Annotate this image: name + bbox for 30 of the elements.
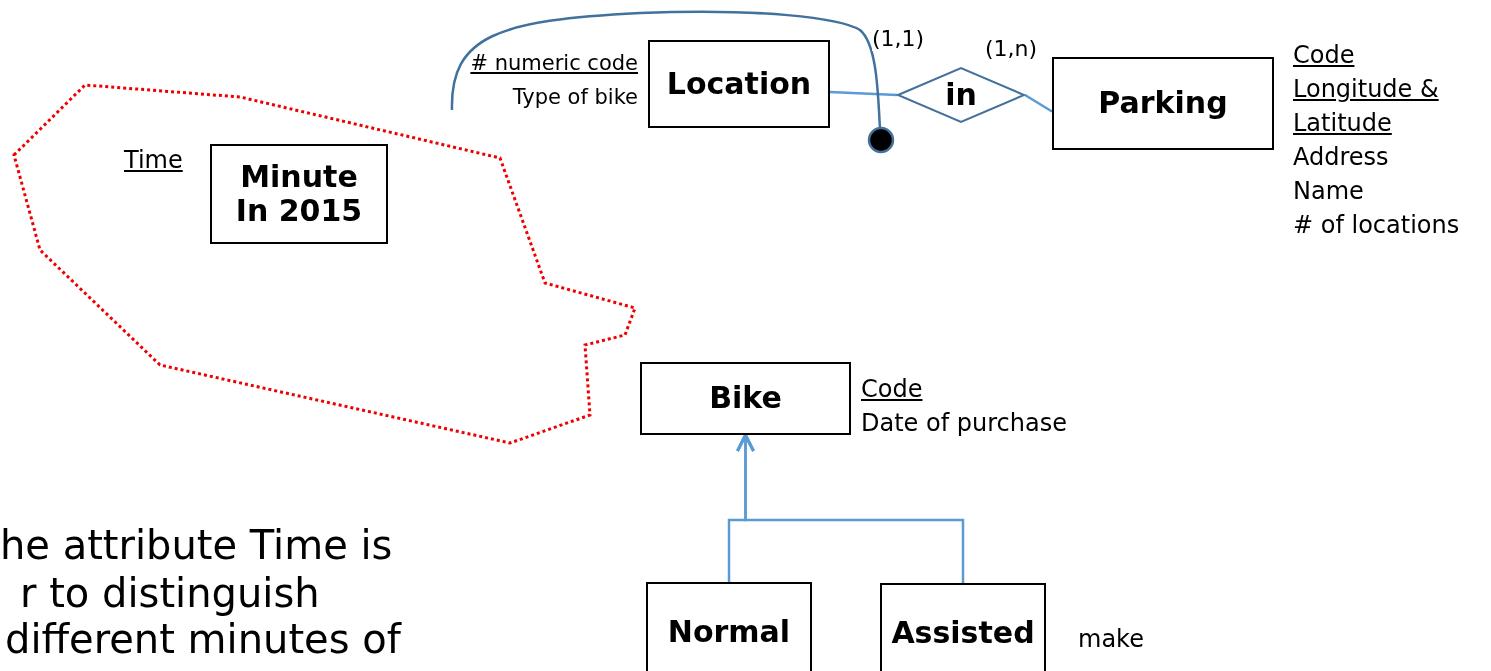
note-text: different minutes of — [5, 619, 401, 659]
attribute: # of locations — [1293, 210, 1461, 241]
key-attribute: Longitude & Latitude — [1293, 74, 1440, 139]
entity-name: Minute In 2015 — [234, 159, 364, 229]
key-attribute: Time — [124, 145, 184, 176]
attribute: Date of purchase — [861, 408, 1068, 439]
entity-box — [640, 362, 851, 435]
attribute: Type of bike — [511, 84, 638, 111]
entity-box — [646, 582, 812, 671]
entity-box — [648, 40, 830, 128]
relationship-diamond — [897, 67, 1025, 123]
entity-name: Assisted — [891, 615, 1035, 651]
attribute: Address — [1293, 142, 1390, 173]
attribute: Name — [1293, 176, 1365, 207]
entity-name: Normal — [667, 614, 791, 650]
key-attribute: Code — [1293, 40, 1356, 71]
note-text: he attribute Time is — [0, 525, 393, 565]
entity-name: Bike — [709, 381, 782, 416]
attribute: make — [1078, 624, 1145, 655]
entity-name: Location — [666, 66, 812, 102]
entity-box — [880, 583, 1046, 671]
entity-box — [1052, 57, 1274, 150]
key-attribute: # numeric code — [469, 50, 638, 77]
entity-box — [210, 144, 388, 244]
connector — [736, 433, 965, 583]
entity-name: Parking — [1098, 86, 1228, 121]
key-attribute: Code — [861, 374, 924, 405]
connector — [829, 90, 898, 97]
connector — [1024, 93, 1053, 113]
entity-name: in — [945, 77, 977, 113]
